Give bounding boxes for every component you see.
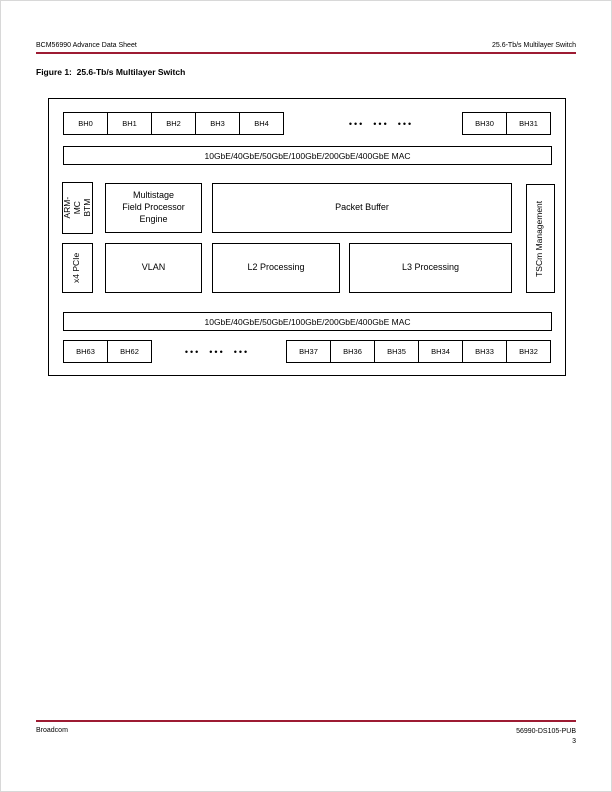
port-box-bh1: BH1	[107, 112, 152, 135]
pcie-label: x4 PCIe	[71, 252, 82, 284]
page-number: 3	[572, 738, 576, 746]
footer-rule	[36, 720, 576, 722]
document-id: 56990-DS105-PUB	[516, 728, 576, 735]
port-box-bh36: BH36	[330, 340, 375, 363]
field-processor-label: Multistage Field Processor Engine	[122, 190, 185, 224]
header-right-text: 25.6-Tb/s Multilayer Switch	[491, 42, 576, 49]
port-box-bh31: BH31	[506, 112, 551, 135]
port-box-bh30: BH30	[462, 112, 507, 135]
ellipsis-dots-bottom: ••• ••• •••	[184, 346, 250, 357]
footer-company: Broadcom	[36, 727, 68, 734]
arm-mc-btm-label: ARM-MC BTM	[61, 197, 92, 219]
tscm-management-block: TSCm Management	[526, 184, 555, 293]
packet-buffer-block: Packet Buffer	[212, 183, 512, 233]
footer-right: 56990-DS105-PUB 3	[516, 727, 576, 747]
port-box-bh32: BH32	[506, 340, 551, 363]
pcie-block: x4 PCIe	[62, 243, 93, 293]
header-left-text: BCM56990 Advance Data Sheet	[36, 42, 137, 49]
tscm-management-label: TSCm Management	[534, 200, 545, 277]
bottom-port-group-right: BH37 BH36 BH35 BH34 BH33 BH32	[286, 340, 551, 363]
port-box-bh33: BH33	[462, 340, 507, 363]
port-box-bh4: BH4	[239, 112, 284, 135]
port-box-bh35: BH35	[374, 340, 419, 363]
port-box-bh62: BH62	[107, 340, 152, 363]
top-port-group-right: BH30 BH31	[462, 112, 551, 135]
l3-processing-block: L3 Processing	[349, 243, 512, 293]
port-box-bh37: BH37	[286, 340, 331, 363]
port-box-bh0: BH0	[63, 112, 108, 135]
switch-block-diagram: BH0 BH1 BH2 BH3 BH4 ••• ••• ••• BH30 BH3…	[48, 98, 566, 376]
field-processor-block: Multistage Field Processor Engine	[105, 183, 202, 233]
port-box-bh2: BH2	[151, 112, 196, 135]
top-port-group-left: BH0 BH1 BH2 BH3 BH4	[63, 112, 284, 135]
header-rule	[36, 52, 576, 54]
l2-processing-block: L2 Processing	[212, 243, 340, 293]
figure-title: Figure 1: 25.6-Tb/s Multilayer Switch	[36, 67, 186, 77]
port-box-bh63: BH63	[63, 340, 108, 363]
mac-bar-bottom: 10GbE/40GbE/50GbE/100GbE/200GbE/400GbE M…	[63, 312, 552, 331]
port-box-bh3: BH3	[195, 112, 240, 135]
arm-mc-btm-block: ARM-MC BTM	[62, 182, 93, 234]
page-header: BCM56990 Advance Data Sheet 25.6-Tb/s Mu…	[36, 42, 576, 49]
bottom-port-group-left: BH63 BH62	[63, 340, 152, 363]
page-footer: Broadcom 56990-DS105-PUB 3	[36, 727, 576, 747]
ellipsis-dots-top: ••• ••• •••	[348, 118, 414, 129]
mac-bar-top: 10GbE/40GbE/50GbE/100GbE/200GbE/400GbE M…	[63, 146, 552, 165]
port-box-bh34: BH34	[418, 340, 463, 363]
vlan-block: VLAN	[105, 243, 202, 293]
